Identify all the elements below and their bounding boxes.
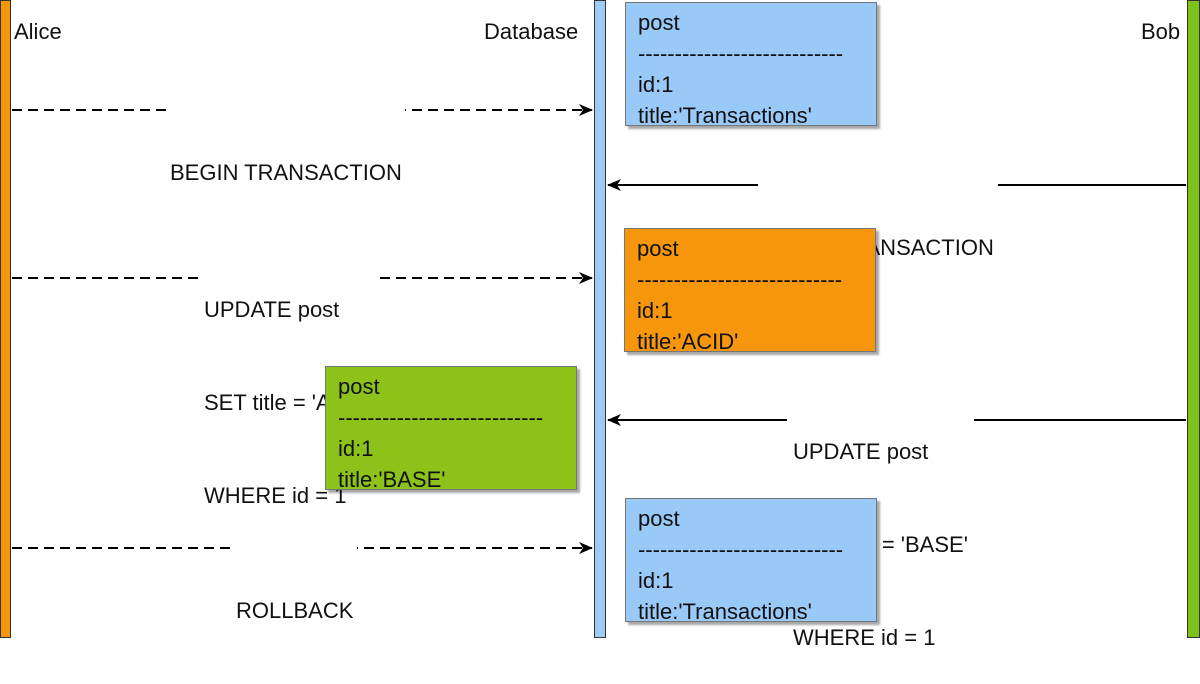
alice-rollback-label: ROLLBACK: [232, 533, 358, 657]
database-label: Database: [484, 19, 579, 44]
alice-begin-label: BEGIN TRANSACTION: [167, 95, 405, 219]
post-note-acid: post ---------------------------- id:1 t…: [624, 228, 876, 354]
post-note-initial: post ---------------------------- id:1 t…: [625, 2, 877, 128]
bob-begin-label: BEGIN TRANSACTION: [758, 170, 998, 294]
alice-label: Alice: [14, 19, 62, 44]
post-note-rolled-back: post ---------------------------- id:1 t…: [625, 498, 877, 624]
post-note-base: post ---------------------------- id:1 t…: [325, 366, 577, 492]
bob-label: Bob: [1141, 19, 1181, 44]
